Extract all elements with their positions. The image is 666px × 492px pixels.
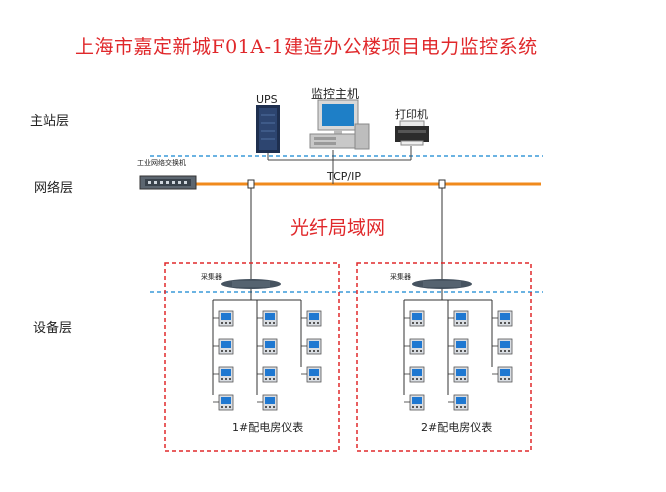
meter-icon <box>497 366 513 383</box>
protocol-label: TCP/IP <box>327 170 361 183</box>
host-label: 监控主机 <box>311 87 360 101</box>
meter-array <box>212 308 513 411</box>
group-box-room-2 <box>356 262 532 452</box>
meter-icon <box>497 338 513 355</box>
ups-label: UPS <box>256 93 278 106</box>
meter-icon <box>453 366 469 383</box>
meter-icon <box>453 310 469 327</box>
meter-icon <box>262 366 278 383</box>
fiber-node-2 <box>438 179 446 189</box>
meter-icon <box>409 310 425 327</box>
switch-icon <box>139 175 197 190</box>
meter-icon <box>218 366 234 383</box>
ups-icon <box>256 105 280 153</box>
layer-label-network: 网络层 <box>34 181 74 196</box>
collector-label-2: 采集器 <box>390 273 411 281</box>
meter-icon <box>306 338 322 355</box>
collector-icon-2 <box>412 279 472 289</box>
group-label-room-1: 1#配电房仪表 <box>232 421 304 434</box>
meter-icon <box>306 366 322 383</box>
collector-icon-1 <box>221 279 281 289</box>
printer-label: 打印机 <box>395 108 428 121</box>
meter-icon <box>262 394 278 411</box>
meter-icon <box>453 338 469 355</box>
meter-icon <box>409 338 425 355</box>
meter-icon <box>218 310 234 327</box>
diagram-title: 上海市嘉定新城F01A-1建造办公楼项目电力监控系统 <box>75 36 538 58</box>
collector-label-1: 采集器 <box>201 273 222 281</box>
meter-icon <box>218 394 234 411</box>
layer-label-device: 设备层 <box>33 321 73 336</box>
layer-label-station: 主站层 <box>30 114 70 129</box>
switch-label: 工业网络交换机 <box>137 159 186 167</box>
meter-icon <box>409 366 425 383</box>
computer-icon <box>309 99 370 150</box>
fiber-network-label: 光纤局域网 <box>290 217 386 239</box>
meter-icon <box>262 338 278 355</box>
printer-icon <box>395 120 429 146</box>
meter-icon <box>453 394 469 411</box>
meter-icon <box>497 310 513 327</box>
group-box-room-1 <box>164 262 340 452</box>
meter-icon <box>306 310 322 327</box>
meter-icon <box>262 310 278 327</box>
group-label-room-2: 2#配电房仪表 <box>421 421 493 434</box>
meter-icon <box>409 394 425 411</box>
fiber-node-1 <box>247 179 255 189</box>
meter-icon <box>218 338 234 355</box>
